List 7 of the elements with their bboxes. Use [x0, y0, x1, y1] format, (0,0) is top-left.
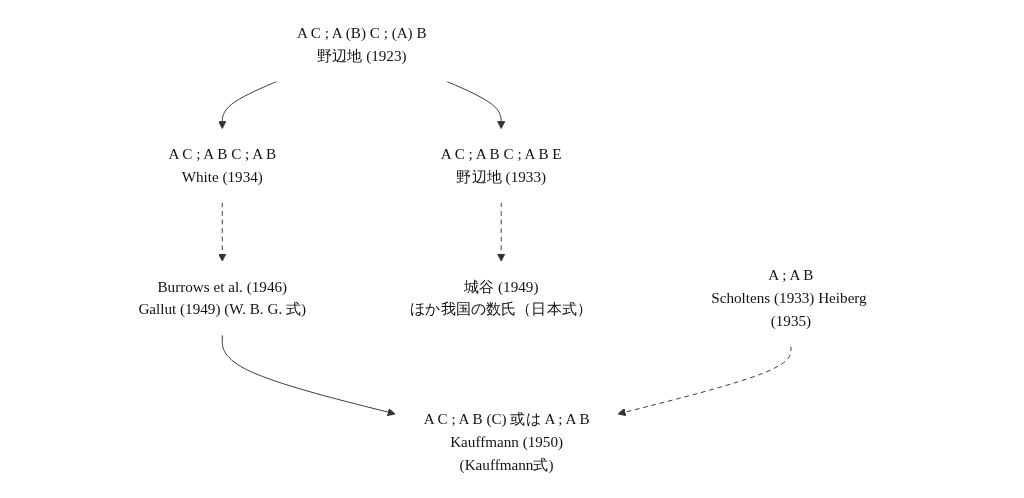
node-text: A C ; A B C ; A B E 野辺地 (1933) [440, 145, 562, 185]
node-text: A ; A B Scholtens (1933) Heiberg (1935) [711, 266, 867, 329]
node-text: A C ; A (B) C ; (A) B 野辺地 (1923) [296, 24, 427, 64]
node-text: Burrows et al. (1946) Gallut (1949) (W. B. G. 式) [138, 278, 307, 318]
node-text: A C ; A B C ; A B White (1934) [168, 145, 277, 185]
node-text: A C ; A B (C) 或は A ; A B Kauffmann (1950) (Kauffmann式) [423, 410, 590, 473]
node-text: 城谷 (1949) ほか我国の数氏（日本式） [410, 278, 593, 318]
